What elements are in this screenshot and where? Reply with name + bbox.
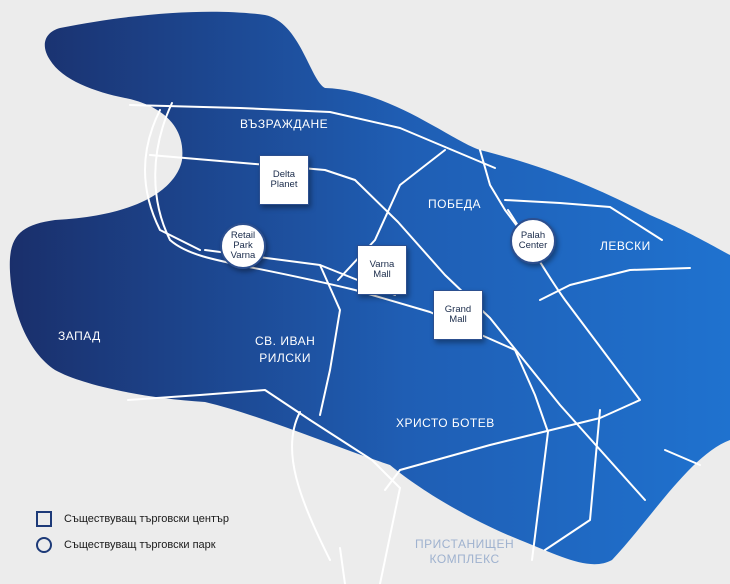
marker-delta-planet[interactable]: Delta Planet bbox=[259, 155, 309, 205]
road bbox=[291, 411, 331, 561]
road bbox=[544, 409, 601, 551]
district-label-zapad: ЗАПАД bbox=[58, 329, 101, 343]
marker-varna-mall[interactable]: Varna Mall bbox=[357, 245, 407, 295]
road bbox=[379, 487, 401, 584]
road bbox=[664, 449, 701, 466]
district-label-pobeda: ПОБЕДА bbox=[428, 197, 481, 211]
marker-retail-park-varna[interactable]: Retail Park Varna bbox=[220, 223, 266, 269]
road bbox=[309, 419, 401, 489]
district-label-pristanishten: ПРИСТАНИЩЕН КОМПЛЕКС bbox=[415, 537, 515, 566]
road bbox=[154, 102, 549, 561]
road bbox=[337, 149, 446, 281]
district-label-sv-ivan-rilski: СВ. ИВАН РИЛСКИ bbox=[255, 334, 316, 365]
road bbox=[479, 149, 521, 231]
district-label-levski: ЛЕВСКИ bbox=[600, 239, 651, 253]
legend-row-park: Съществуващ търговски парк bbox=[36, 537, 216, 553]
road bbox=[144, 109, 201, 251]
circle-marker-icon bbox=[36, 537, 52, 553]
road bbox=[539, 267, 691, 301]
district-label-vazrazhdane: ВЪЗРАЖДАНЕ bbox=[240, 117, 329, 131]
road bbox=[504, 199, 663, 241]
square-marker-icon bbox=[36, 511, 52, 527]
marker-grand-mall[interactable]: Grand Mall bbox=[433, 290, 483, 340]
legend-row-center: Съществуващ търговски център bbox=[36, 511, 229, 527]
legend-label-park: Съществуващ търговски парк bbox=[64, 539, 216, 551]
road bbox=[319, 264, 341, 416]
marker-palah-center[interactable]: Palah Center bbox=[510, 218, 556, 264]
road bbox=[129, 104, 496, 169]
district-label-hristo-botev: ХРИСТО БОТЕВ bbox=[396, 416, 495, 430]
road bbox=[127, 389, 311, 421]
road bbox=[149, 154, 646, 501]
legend-label-center: Съществуващ търговски център bbox=[64, 513, 229, 525]
road bbox=[339, 547, 346, 584]
